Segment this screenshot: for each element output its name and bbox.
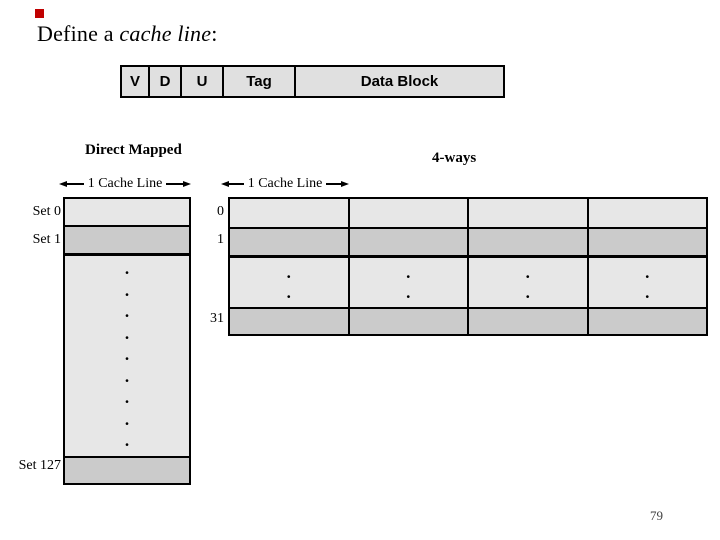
left-arrow-icon [59,181,84,187]
way-cell [589,199,707,227]
right-arrow-icon [166,181,192,187]
set-127-label: Set 127 [18,458,61,473]
way-cell: . . [350,258,469,307]
four-ways-heading: 4-ways [432,150,477,166]
field-cell-use: U [182,67,224,96]
way-cell [230,309,350,334]
row-0-label: 0 [217,204,224,219]
way-cell [469,309,589,334]
vertical-ellipsis: . . . . . . . . . [124,259,130,450]
way-cell: . . [230,258,350,307]
row-31-label: 31 [210,311,224,326]
index-row-31 [230,309,706,334]
title-suffix: : [211,21,218,46]
left-arrow-icon [221,181,244,187]
way-cell [469,199,589,227]
way-cell: . . [469,258,589,307]
set-row-127 [65,458,189,483]
cache-line-fields-diagram: V D U Tag Data Block [120,65,505,98]
set-row-1 [65,227,189,256]
red-square-icon [35,9,44,18]
four-way-table: . . . . . . . . [228,197,708,336]
set-rows-continuation: . . . . . . . . . [65,256,189,458]
set-1-label: Set 1 [32,232,61,247]
way-cell [350,229,469,255]
way-cell [230,199,350,227]
row-1-label: 1 [217,232,224,247]
vertical-ellipsis: . . [525,263,530,302]
way-cell [469,229,589,255]
page-number: 79 [650,508,663,523]
set-0-label: Set 0 [32,204,61,219]
title-prefix: Define a [37,21,120,46]
slide-title: Define a cache line: [37,21,218,47]
field-cell-valid: V [122,67,150,96]
direct-mapped-table: . . . . . . . . . [63,197,191,485]
way-cell [589,229,707,255]
cache-line-width-label-4way: 1 Cache Line [221,176,350,192]
right-arrow-icon [326,181,350,187]
direct-mapped-heading: Direct Mapped [85,142,182,158]
index-rows-continuation: . . . . . . . . [230,258,706,309]
cache-line-width-text: 1 Cache Line [247,176,323,191]
way-cell: . . [589,258,707,307]
title-emphasis: cache line [119,21,212,46]
vertical-ellipsis: . . [406,263,411,302]
vertical-ellipsis: . . [645,263,650,302]
cache-line-width-label-direct: 1 Cache Line [59,176,192,192]
way-cell [230,229,350,255]
way-cell [589,309,707,334]
field-cell-data-block: Data Block [360,73,439,90]
way-cell [350,199,469,227]
vertical-ellipsis: . . [286,263,291,302]
field-cell-tag: Tag [224,67,296,96]
index-row-0 [230,199,706,229]
cache-line-width-text: 1 Cache Line [87,176,163,191]
way-cell [350,309,469,334]
index-row-1 [230,229,706,258]
set-row-0 [65,199,189,227]
field-cell-dirty: D [150,67,182,96]
